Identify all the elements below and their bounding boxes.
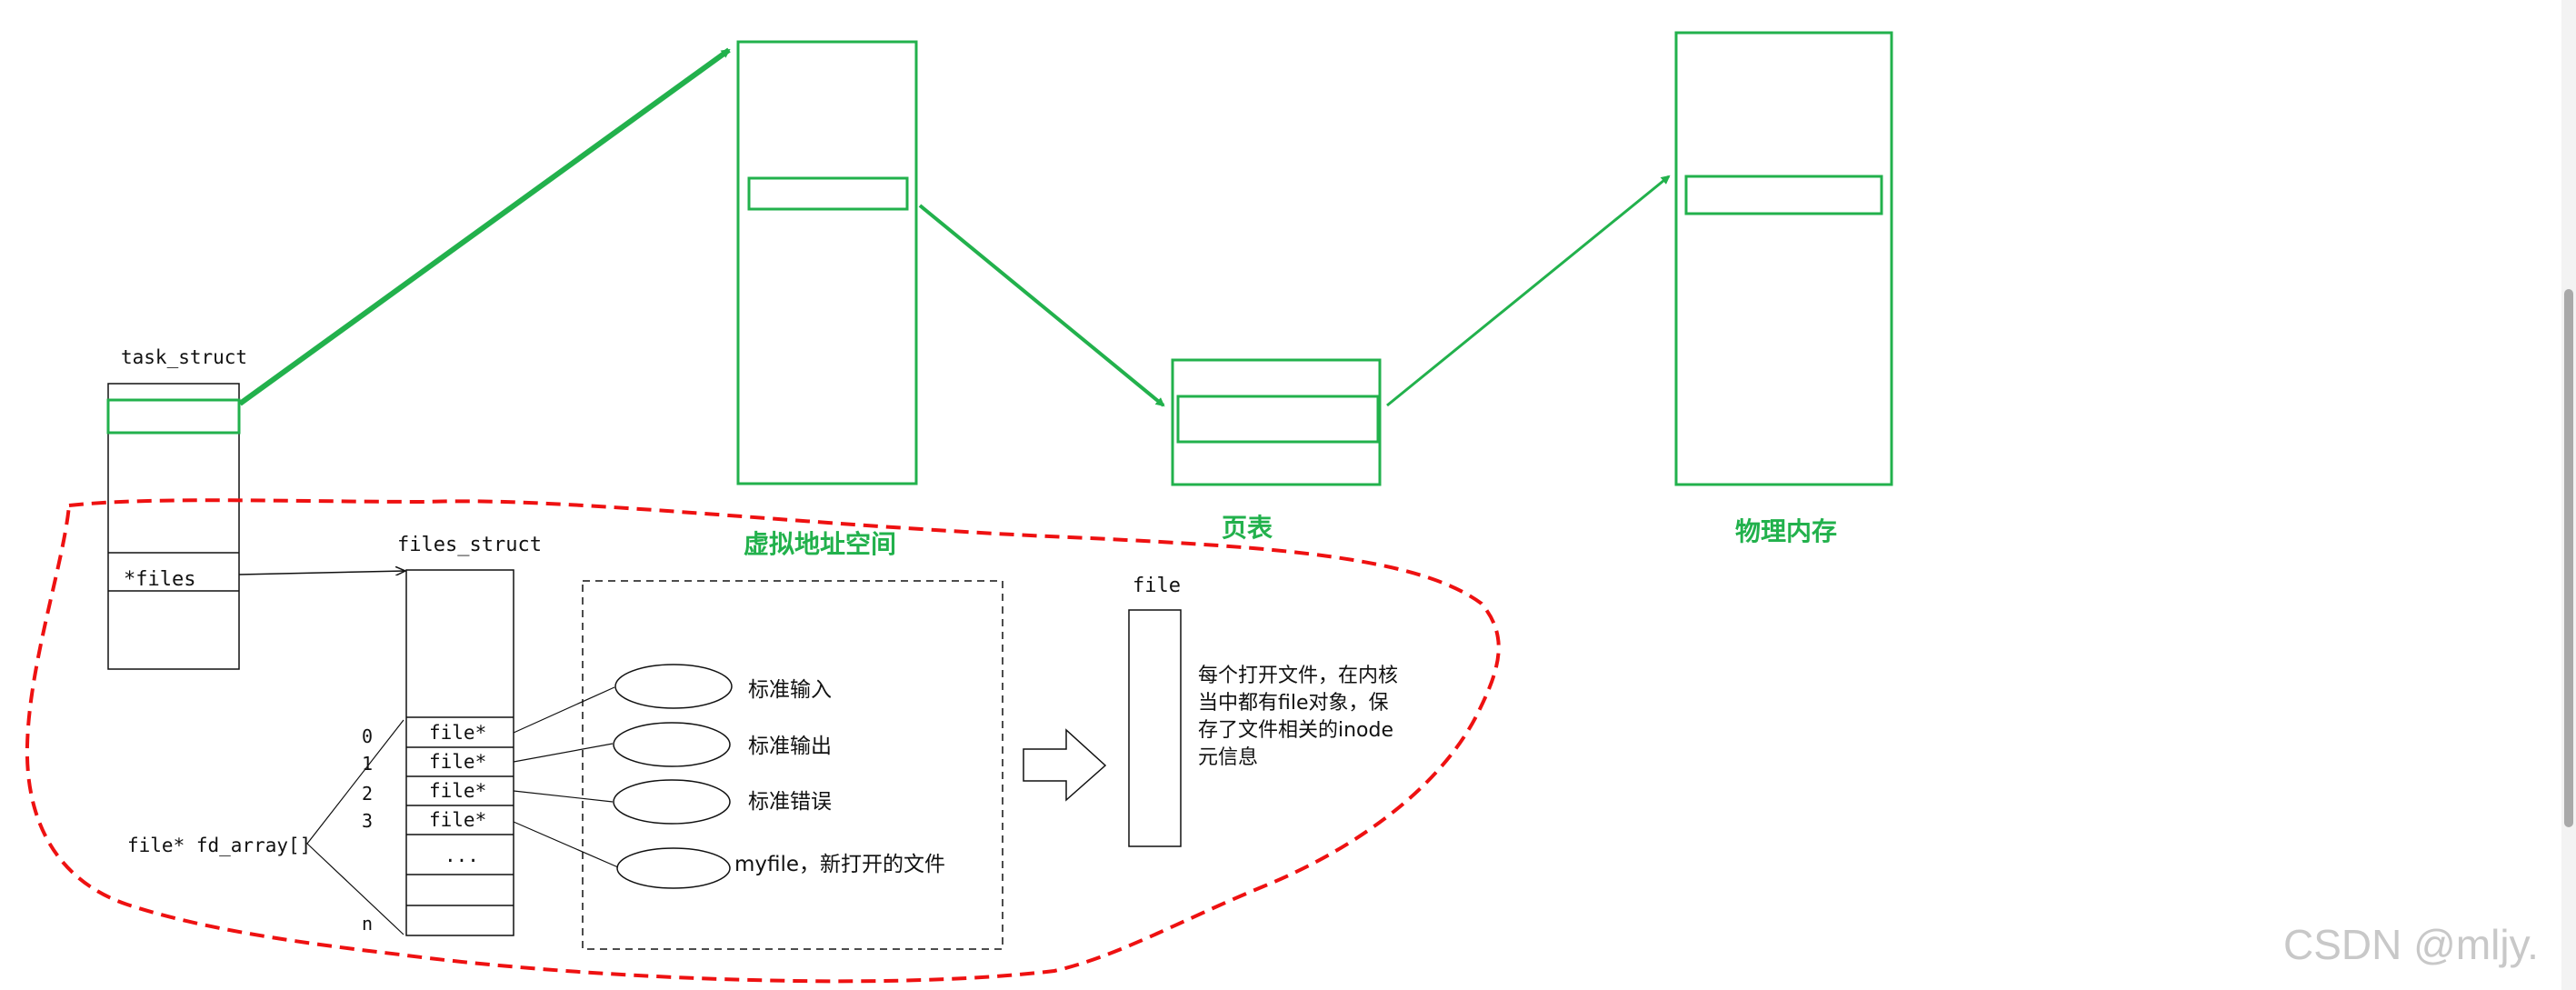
hollow-arrow <box>1023 728 1107 802</box>
stdout-ellipse <box>613 722 731 767</box>
file-object-box <box>1128 609 1182 847</box>
file-note-line: 元信息 <box>1198 746 1258 769</box>
vas-to-page-table-arrow <box>918 204 1165 407</box>
file-note-line: 每个打开文件，在内核 <box>1198 665 1398 687</box>
physical-memory-entry <box>1684 175 1883 215</box>
open-file-label: 标准输入 <box>748 678 832 702</box>
fd-slot-entry: file* <box>429 809 486 831</box>
vertical-scrollbar-thumb[interactable] <box>2564 289 2573 827</box>
fd-array-label: file* fd_array[] <box>127 835 311 856</box>
fd-slot-entry: file* <box>429 722 486 744</box>
page-table-label: 页表 <box>1222 513 1273 543</box>
open-file-label: 标准错误 <box>748 790 832 814</box>
task-struct-mm-field <box>106 398 241 435</box>
fd-slot-index: 3 <box>362 810 373 832</box>
fd-array-table <box>406 716 514 906</box>
open-file-label: 标准输出 <box>748 735 832 758</box>
fd-slot-index: 2 <box>362 783 373 805</box>
open-file-label: myfile，新打开的文件 <box>734 853 945 876</box>
page-table-to-physical-arrow <box>1386 175 1671 407</box>
stderr-ellipse <box>613 779 731 825</box>
fd1-connector <box>513 743 614 763</box>
fd-slot-index: 1 <box>362 753 373 775</box>
physical-memory-label: 物理内存 <box>1735 516 1837 546</box>
fd0-connector <box>513 686 615 734</box>
fd2-connector <box>513 790 614 803</box>
virtual-address-space-label: 虚拟地址空间 <box>744 529 896 559</box>
fd-slot-entry: file* <box>429 751 486 773</box>
task-to-vas-arrow <box>238 47 731 406</box>
fd-slot-index: 0 <box>362 725 373 747</box>
virtual-address-space-entry <box>747 176 909 211</box>
open-files-group <box>582 580 1003 950</box>
fd3-connector <box>513 821 619 868</box>
file-note-line: 存了文件相关的inode <box>1198 719 1393 742</box>
file-note-line: 当中都有file对象，保 <box>1198 692 1389 715</box>
files-struct-label: files_struct <box>397 534 542 556</box>
task-struct-box <box>107 383 240 670</box>
files-field: *files <box>124 568 195 591</box>
myfile-ellipse <box>616 847 731 889</box>
fd-slot-index: n <box>362 913 373 935</box>
fd-array-bracket <box>306 719 404 935</box>
watermark: CSDN @mljy. <box>2283 921 2539 968</box>
red-dashed-boundary <box>25 498 1501 984</box>
fd-slot-entry: ... <box>444 845 479 866</box>
physical-memory-box <box>1674 31 1893 486</box>
virtual-address-space-box <box>736 40 918 485</box>
files-pointer-arrow <box>238 571 405 575</box>
files-struct-box <box>405 569 514 936</box>
file-object-label: file <box>1133 575 1181 597</box>
page-table-box <box>1171 358 1382 486</box>
fd-slot-entry: file* <box>429 780 486 802</box>
stdin-ellipse <box>614 664 733 709</box>
page-table-entry <box>1176 395 1380 444</box>
task-struct-label: task_struct <box>121 346 247 368</box>
